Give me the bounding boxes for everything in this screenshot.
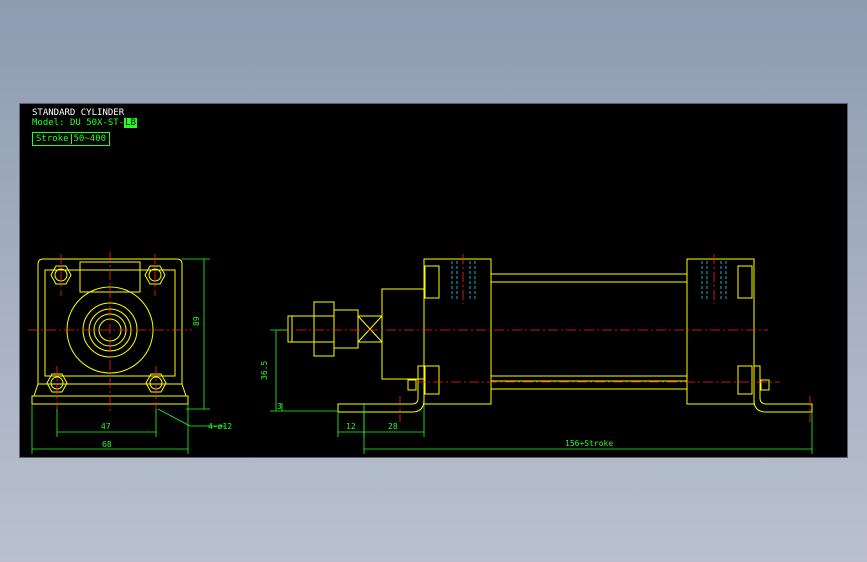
- model-line: Model: DU 50X-ST-LB: [32, 118, 137, 128]
- dim-front-hole-pitch: 47: [101, 422, 111, 431]
- dim-front-holes: 4-ø12: [208, 422, 233, 431]
- model-suffix: LB: [124, 118, 137, 128]
- front-foot: [337, 365, 425, 413]
- rod-nut: [313, 301, 335, 357]
- cad-drawing: [28, 252, 813, 454]
- drawing-title: STANDARD CYLINDER: [32, 108, 125, 118]
- rear-foot: [753, 365, 813, 413]
- front-hex-bl: [46, 373, 68, 393]
- front-hex-tl: [50, 265, 72, 285]
- front-hex-br: [145, 373, 167, 393]
- dim-front-width: 68: [102, 440, 112, 449]
- dim-side-d2: 28: [388, 422, 398, 431]
- front-body-inner: [44, 269, 176, 377]
- dim-side-d1: 12: [346, 422, 356, 431]
- stroke-value: 50~400: [70, 134, 107, 144]
- cylinder-tube: [490, 273, 688, 390]
- dim-side-height: 36.5: [260, 360, 269, 380]
- model-value: DU 50X-ST-: [69, 118, 125, 128]
- front-dimensions: [31, 258, 225, 454]
- side-dimensions: [270, 329, 813, 454]
- side-hidden-lines: [451, 261, 727, 299]
- stroke-label: Stroke: [36, 134, 69, 144]
- side-view: [287, 258, 813, 413]
- rear-head-cover: [686, 258, 755, 405]
- front-hex-tr: [144, 265, 166, 285]
- model-label: Model:: [32, 118, 65, 128]
- dim-side-total: 156+Stroke: [565, 439, 614, 448]
- dim-side-base: 3: [277, 402, 282, 411]
- cad-viewport[interactable]: STANDARD CYLINDER Model: DU 50X-ST-LB St…: [20, 104, 847, 457]
- front-body-outline: [37, 258, 183, 385]
- dim-front-height: 89: [192, 316, 201, 326]
